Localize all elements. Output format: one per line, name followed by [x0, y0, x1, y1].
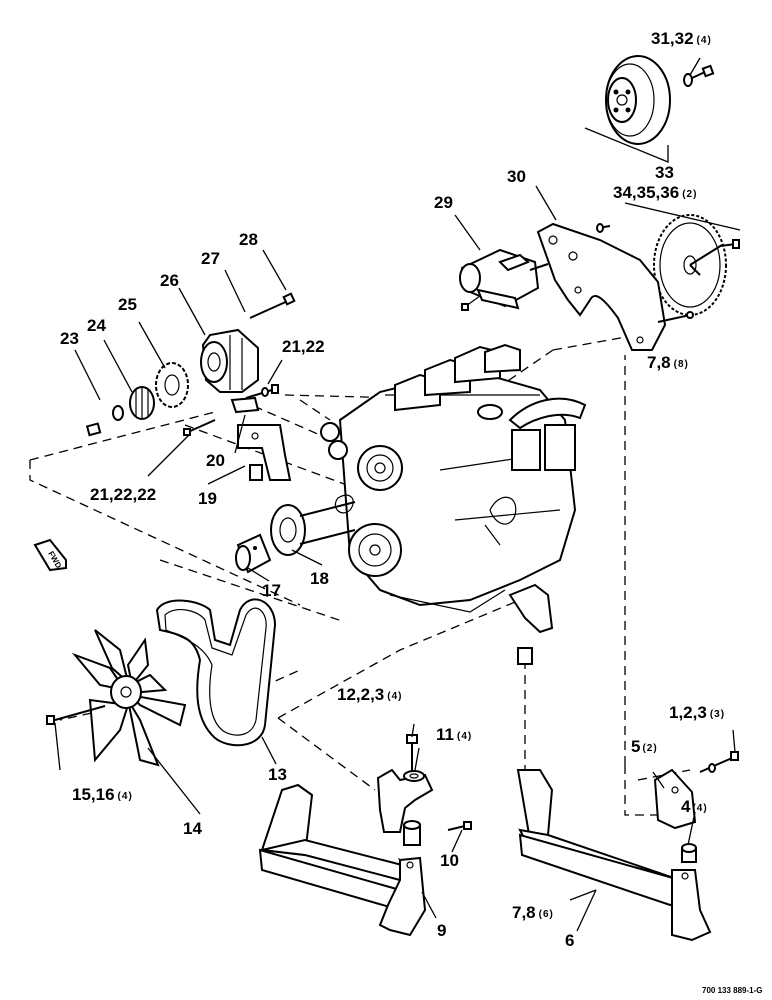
- bolt-28: [249, 292, 296, 319]
- fan-14: [71, 629, 187, 767]
- callout-7-8-top: 7,8(8): [647, 353, 689, 372]
- fan-25: [155, 362, 189, 408]
- callout-25: 25: [118, 295, 137, 314]
- bolt-21-22-22: [183, 419, 216, 436]
- callout-30: 30: [507, 167, 526, 186]
- bracket-30: [536, 222, 694, 351]
- link-20: [230, 396, 260, 414]
- callout-24: 24: [87, 316, 106, 335]
- callout-10: 10: [440, 851, 459, 870]
- washer-nut-23: [85, 405, 124, 437]
- isolator-4: [681, 843, 697, 863]
- callout-23: 23: [60, 329, 79, 348]
- bolt-15-16: [46, 705, 106, 725]
- callout-4: 4(4): [681, 797, 708, 816]
- callout-19: 19: [198, 489, 217, 508]
- bolt-34: [596, 223, 611, 233]
- pulley-24: [129, 386, 155, 420]
- callout-31-32: 31,32(4): [651, 29, 712, 48]
- callout-15-16: 15,16(4): [72, 785, 133, 804]
- bolt-36: [719, 239, 740, 249]
- mount-bracket-11: [376, 768, 434, 833]
- callout-17: 17: [262, 581, 281, 600]
- spacer-17: [235, 533, 272, 574]
- callout-29: 29: [434, 193, 453, 212]
- frame-6: [516, 769, 712, 942]
- callout-12-2-3: 12,2,3(4): [337, 685, 403, 704]
- callout-11: 11(4): [436, 725, 472, 744]
- callout-labels: 31,32(4) 33 30 34,35,36(2) 29 28 27 26 2…: [60, 29, 725, 950]
- bracket-engine-mount: [508, 583, 554, 665]
- frame-9: [258, 783, 427, 937]
- callout-9: 9: [437, 921, 446, 940]
- hub-18: [270, 501, 356, 556]
- bolt-1-2-3: [699, 751, 739, 773]
- callout-13: 13: [268, 765, 287, 784]
- sprocket: [653, 214, 727, 316]
- isolator-10: [403, 820, 472, 846]
- belt-13: [155, 598, 277, 747]
- callout-6: 6: [565, 931, 574, 950]
- callout-27: 27: [201, 249, 220, 268]
- callout-28: 28: [239, 230, 258, 249]
- pulley-33: [605, 55, 671, 145]
- drawing-reference-number: 700 133 889-1-G: [702, 986, 763, 995]
- leader-lines: [54, 57, 741, 932]
- callout-33: 33: [655, 163, 674, 182]
- callout-5: 5(2): [631, 737, 658, 756]
- callout-7-8-bottom: 7,8(6): [512, 903, 554, 922]
- bracket-19: [237, 424, 292, 481]
- bolt-21-22: [245, 384, 279, 399]
- callout-26: 26: [160, 271, 179, 290]
- callout-18: 18: [310, 569, 329, 588]
- starter-motor: [459, 248, 549, 311]
- engine-block: [320, 343, 587, 613]
- bolt-31-32: [683, 64, 715, 87]
- callout-21-22-22: 21,22,22: [90, 485, 156, 504]
- callout-20: 20: [206, 451, 225, 470]
- callout-34-35-36: 34,35,36(2): [613, 183, 697, 202]
- callout-14: 14: [183, 819, 202, 838]
- mount-bracket-5: [653, 768, 697, 830]
- callout-1-2-3: 1,2,3(3): [669, 703, 725, 722]
- forward-arrow-icon: FWD: [33, 538, 67, 572]
- callout-21-22: 21,22: [282, 337, 325, 356]
- alternator-26: [200, 328, 259, 393]
